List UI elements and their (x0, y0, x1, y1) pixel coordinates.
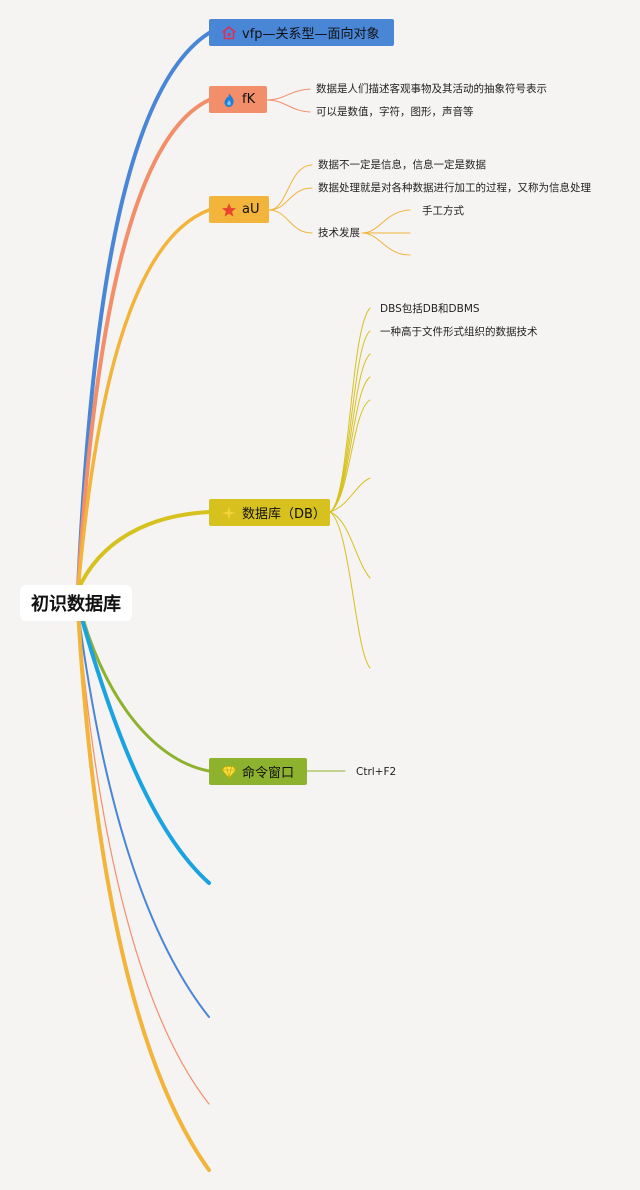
flame-icon (221, 92, 237, 108)
subtopic-cmd-1[interactable]: Ctrl+F2 (356, 766, 397, 778)
topic-au-label: aU (242, 202, 260, 217)
subtopic-fk-1[interactable]: 数据是人们描述客观事物及其活动的抽象符号表示 (316, 83, 547, 95)
subtopic-db-2[interactable]: 一种高于文件形式组织的数据技术 (380, 326, 538, 338)
branch-fk (76, 98, 211, 592)
subtopic-db-1[interactable]: DBS包括DB和DBMS (380, 303, 480, 315)
topic-db[interactable]: 数据库（DB） (209, 499, 330, 526)
branch-vfp (76, 31, 211, 592)
subtopic-fk-2[interactable]: 可以是数值，字符，图形，声音等 (316, 106, 474, 118)
root-topic[interactable]: 初识数据库 (20, 585, 132, 621)
topic-vfp[interactable]: vfp—关系型—面向对象 (209, 19, 394, 46)
subtopic-au-1[interactable]: 数据不一定是信息，信息一定是数据 (318, 159, 486, 171)
subtopic-au-2[interactable]: 数据处理就是对各种数据进行加工的过程，又称为信息处理 (318, 182, 591, 194)
subtopic-au-3[interactable]: 技术发展 (318, 227, 360, 239)
diamond-icon (221, 764, 237, 780)
branch-db (76, 510, 211, 592)
sparkle-icon (221, 505, 237, 521)
topic-vfp-label: vfp—关系型—面向对象 (242, 27, 380, 42)
topic-command-window[interactable]: 命令窗口 (209, 758, 307, 785)
topic-fk[interactable]: fK (209, 86, 267, 113)
subtopic-au-3-1[interactable]: 手工方式 (422, 205, 464, 217)
branch-au (76, 208, 211, 592)
topic-fk-label: fK (242, 92, 256, 107)
topic-command-window-label: 命令窗口 (242, 766, 295, 781)
branch-empty-blue (77, 609, 210, 1018)
branch-empty-salmon (77, 609, 210, 1105)
branch-empty-cyan (76, 603, 211, 885)
home-icon (221, 25, 237, 41)
topic-au[interactable]: aU (209, 196, 269, 223)
branch-cmd (76, 598, 211, 773)
branch-empty-orange (76, 608, 211, 1172)
star-icon (221, 202, 237, 218)
topic-db-label: 数据库（DB） (242, 507, 326, 522)
